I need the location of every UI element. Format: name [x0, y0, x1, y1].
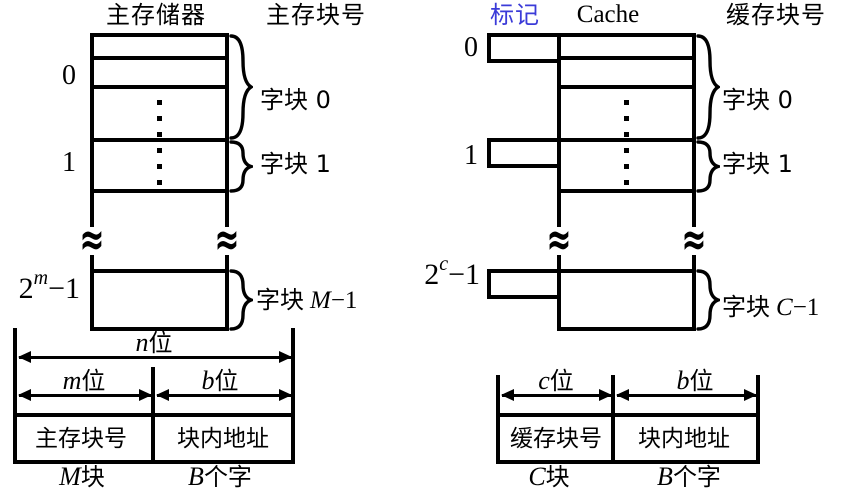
- cache-block-1-label: 字块 1: [722, 150, 793, 178]
- main-memory-block-index-1: 1: [62, 147, 76, 178]
- cache-last-index: 2c−1: [424, 253, 480, 291]
- cache-block-bits-label: c位: [538, 366, 574, 395]
- cache-block-index-0: 0: [464, 32, 478, 63]
- ellipsis-dots: [157, 100, 162, 137]
- main-memory-row-line: [90, 189, 229, 193]
- cache-title: Cache: [576, 1, 640, 28]
- cache-left-edge: [557, 33, 561, 227]
- block-bits-arrow: [18, 389, 152, 401]
- main-memory-row-line: [90, 33, 229, 37]
- address-bar: [496, 375, 500, 417]
- cache-address-box: [496, 413, 760, 464]
- brace-icon: [696, 140, 720, 193]
- address-bar: [151, 367, 155, 417]
- main-block-0-label: 字块 0: [260, 86, 331, 114]
- address-bar: [291, 328, 295, 417]
- brace-icon: [696, 34, 720, 140]
- ellipsis-dots: [157, 148, 162, 185]
- cache-block-no-title: 缓存块号: [726, 1, 826, 29]
- cache-left-edge: [557, 255, 561, 271]
- main-memory-title: 主存储器: [106, 1, 206, 29]
- main-block-1-label: 字块 1: [260, 150, 331, 178]
- ellipsis-dots: [624, 148, 629, 185]
- main-memory-left-edge: [90, 33, 94, 227]
- cache-block-index-1: 1: [464, 140, 478, 171]
- word-bits-arrow: [156, 389, 292, 401]
- cache-right-edge: [692, 33, 696, 227]
- cache-tag-box-0: [487, 33, 561, 63]
- cache-right-edge: [692, 255, 696, 271]
- cache-blocks-caption: C块: [528, 462, 570, 491]
- main-memory-right-edge: [225, 33, 229, 227]
- main-memory-block-no-title: 主存块号: [266, 1, 366, 29]
- main-memory-row-line: [90, 138, 229, 142]
- main-memory-last-index: 2m−1: [18, 267, 80, 305]
- cache-address-divider: [611, 413, 615, 464]
- cache-row-line: [557, 189, 696, 193]
- cache-row-line: [557, 138, 696, 142]
- main-address-divider: [151, 413, 155, 464]
- main-blocks-caption: M块: [59, 462, 105, 491]
- address-bar: [13, 328, 17, 417]
- main-words-caption: B个字: [188, 462, 252, 491]
- main-memory-left-edge: [90, 255, 94, 271]
- cache-row-line: [557, 33, 696, 37]
- cache-tag-box-last: [487, 269, 561, 299]
- word-bits-label: b位: [201, 366, 239, 395]
- cache-block-bits-arrow: [501, 389, 612, 401]
- cache-word-bits-arrow: [616, 389, 757, 401]
- cache-tag-title: 标记: [490, 1, 540, 29]
- cache-row-line: [557, 85, 696, 89]
- cache-row-line: [557, 56, 696, 60]
- cache-word-bits-label: b位: [676, 366, 714, 395]
- main-address-field-word: 块内地址: [177, 426, 269, 452]
- brace-icon: [696, 269, 720, 331]
- cache-block-0-label: 字块 0: [722, 86, 793, 114]
- main-memory-last-block: [90, 269, 229, 331]
- brace-icon: [229, 34, 253, 140]
- total-bits-label: n位: [135, 328, 173, 357]
- cache-words-caption: B个字: [657, 462, 721, 491]
- brace-icon: [229, 140, 253, 193]
- cache-address-field-word: 块内地址: [638, 426, 730, 452]
- main-address-field-block: 主存块号: [35, 426, 127, 452]
- total-bits-arrow: [18, 351, 292, 363]
- cache-address-field-block: 缓存块号: [510, 426, 602, 452]
- main-memory-row-line: [90, 56, 229, 60]
- main-memory-right-edge: [225, 255, 229, 271]
- main-memory-row-line: [90, 85, 229, 89]
- cache-last-block: [557, 269, 696, 331]
- address-bar: [611, 375, 615, 417]
- main-memory-block-index-0: 0: [62, 60, 76, 91]
- brace-icon: [229, 269, 253, 331]
- cache-tag-box-1: [487, 138, 561, 168]
- ellipsis-dots: [624, 100, 629, 137]
- address-bar: [756, 375, 760, 417]
- block-bits-label: m位: [62, 366, 106, 395]
